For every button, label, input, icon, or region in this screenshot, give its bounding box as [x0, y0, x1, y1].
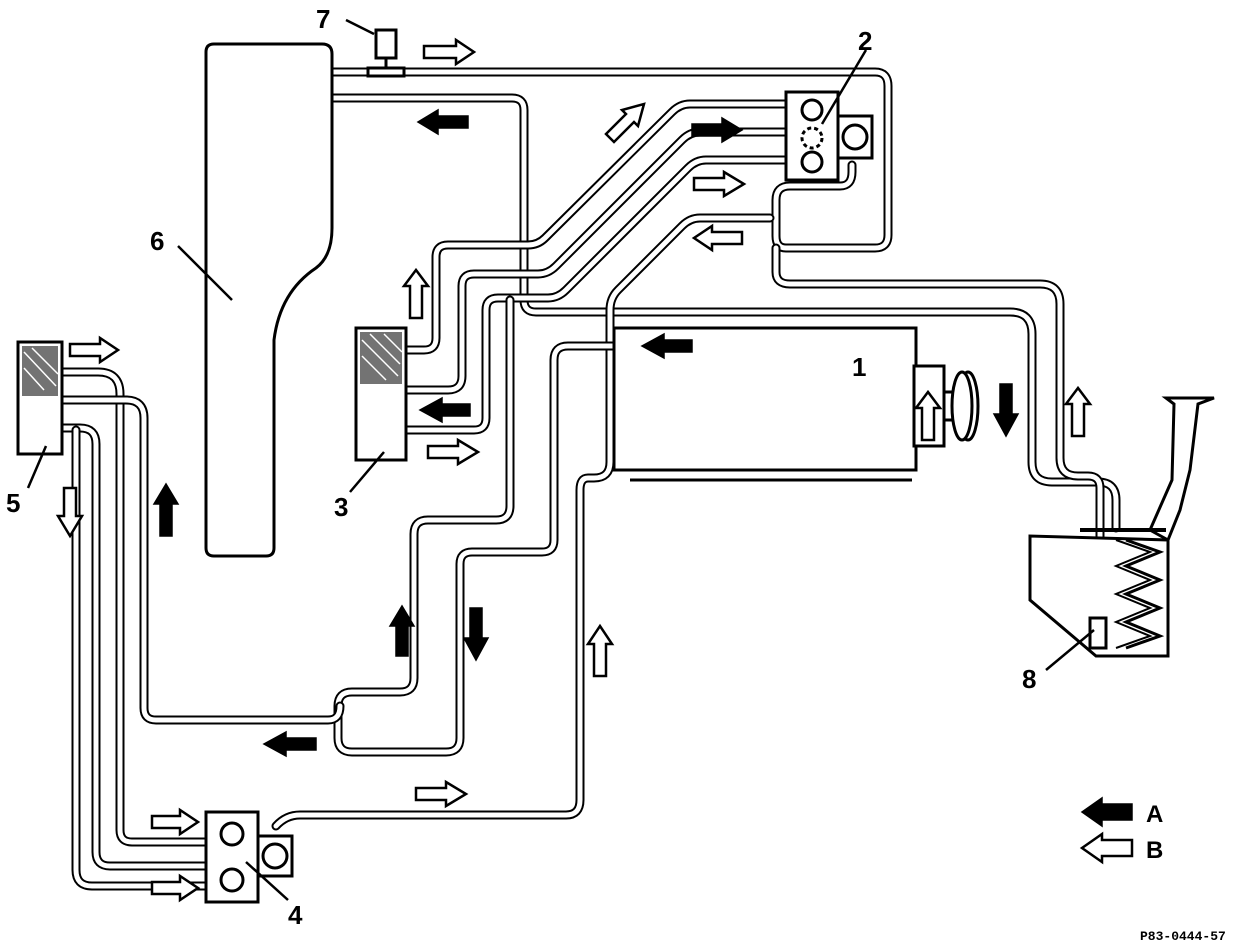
- legend: A B: [1079, 796, 1163, 865]
- arrow-b: [692, 169, 747, 199]
- arrow-b: [68, 335, 121, 365]
- arrow-a: [462, 607, 490, 662]
- legend-label-b: B: [1146, 837, 1163, 864]
- callouts: 7 2 6 1 3 5 4 8: [6, 4, 1095, 930]
- arrow-b: [150, 873, 201, 903]
- arrow-b: [604, 102, 646, 144]
- label-7: 7: [316, 4, 330, 34]
- valve-2: [784, 90, 874, 182]
- arrow-a: [416, 108, 469, 136]
- arrow-a: [640, 332, 693, 360]
- flow-arrows: [55, 37, 1093, 903]
- label-6: 6: [150, 226, 164, 256]
- arrow-b: [913, 389, 943, 442]
- label-3: 3: [334, 492, 348, 522]
- radiator-3: [354, 326, 408, 462]
- arrow-a: [691, 116, 744, 144]
- pipe-network: [57, 67, 1121, 891]
- sensor-7: [366, 28, 406, 78]
- reservoir-8: [1028, 396, 1215, 658]
- arrow-a: [418, 396, 471, 424]
- arrow-b: [401, 267, 431, 320]
- arrow-a: [388, 604, 416, 657]
- arrow-b: [150, 807, 201, 837]
- label-2: 2: [858, 26, 872, 56]
- arrow-a: [992, 383, 1020, 438]
- tank-6: [204, 42, 334, 558]
- figure-code: P83-0444-57: [1140, 929, 1226, 944]
- legend-arrow-a: [1080, 796, 1133, 828]
- arrow-b: [691, 223, 744, 253]
- arrow-a: [152, 482, 180, 537]
- legend-arrow-b: [1079, 831, 1134, 865]
- legend-label-a: A: [1146, 801, 1163, 828]
- radiator-5: [16, 340, 64, 456]
- label-5: 5: [6, 488, 20, 518]
- label-1: 1: [852, 352, 866, 382]
- arrow-a: [262, 730, 317, 758]
- arrow-b: [585, 623, 615, 678]
- arrow-b: [1063, 385, 1093, 438]
- valve-4: [204, 810, 294, 904]
- arrow-b: [422, 37, 477, 67]
- arrow-b: [426, 437, 481, 467]
- label-8: 8: [1022, 664, 1036, 694]
- label-4: 4: [288, 900, 303, 930]
- arrow-b: [55, 486, 85, 539]
- arrow-b: [414, 779, 469, 809]
